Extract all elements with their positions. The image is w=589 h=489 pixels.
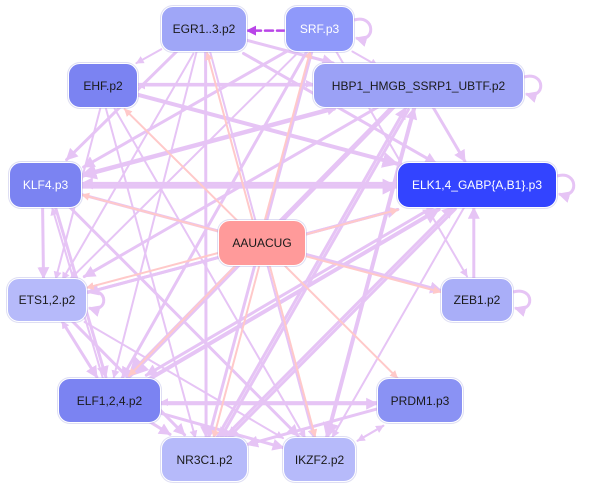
edge-center-to-elk [305,207,399,236]
node-srf[interactable]: SRF.p3 [285,6,354,52]
edge-center-to-srf [264,50,313,221]
edge-elf-to-elk [146,207,441,382]
node-egr[interactable]: EGR1..3.p2 [161,6,247,52]
edge-hbp-to-ets [82,105,381,279]
edge-elf-to-ets [61,320,98,379]
edge-srf-to-elf [120,50,308,380]
node-ehf[interactable]: EHF.p2 [68,63,138,108]
node-nr3[interactable]: NR3C1.p2 [161,437,248,482]
edge-hbp-to-nr3 [218,108,410,441]
edge-center-to-klf [81,192,219,233]
edge-elk-to-ikzf [331,207,465,438]
edge-ikzf-to-prdm [356,424,385,442]
node-elk[interactable]: ELK1,4_GABP{A,B1}.p3 [397,162,557,208]
node-ikzf[interactable]: IKZF2.p2 [283,437,356,482]
self-loop-hbp [523,74,543,103]
node-klf[interactable]: KLF4.p3 [9,162,82,208]
self-loop-elk [556,173,576,203]
edge-klf-to-ikzf [68,205,300,438]
self-loop-srf [353,17,373,47]
self-loop-ets [86,289,106,317]
edge-center-to-ehf [123,108,239,223]
edge-srf-to-ets [69,52,299,281]
edge-center-to-ets [85,252,219,290]
node-hbp[interactable]: HBP1_HMGB_SSRP1_UBTF.p2 [313,63,524,108]
edge-center-to-zeb [304,255,442,295]
edge-egr-to-nr3 [200,50,213,439]
node-zeb[interactable]: ZEB1.p2 [441,278,513,322]
edge-ets-to-ikzf [83,321,284,440]
edge-center-to-prdm [284,265,399,379]
edge-klf-to-ets [37,206,50,280]
self-loop-zeb [512,289,532,317]
edge-elk-to-elf [144,203,438,377]
edge-hbp-to-elk [431,105,467,163]
edge-nr3-to-hbp [215,106,408,439]
edge-center-to-egr [205,51,254,222]
edge-ehf-to-ikzf [113,107,307,439]
edge-center-to-ikzf [268,264,318,438]
edge-center-to-nr3 [211,265,260,439]
node-elf[interactable]: ELF1,2,4.p2 [58,378,161,423]
node-prdm[interactable]: PRDM1.p3 [377,378,463,423]
node-center[interactable]: AAUACUG [218,220,306,266]
edge-center-to-elf [128,262,239,377]
edge-egr-to-ehf [135,48,163,65]
node-ets[interactable]: ETS1,2.p2 [7,278,87,322]
edge-egr-to-ets [61,52,195,281]
edge-ehf-to-elk [136,92,399,168]
edge-egr-to-hbp [245,38,335,67]
